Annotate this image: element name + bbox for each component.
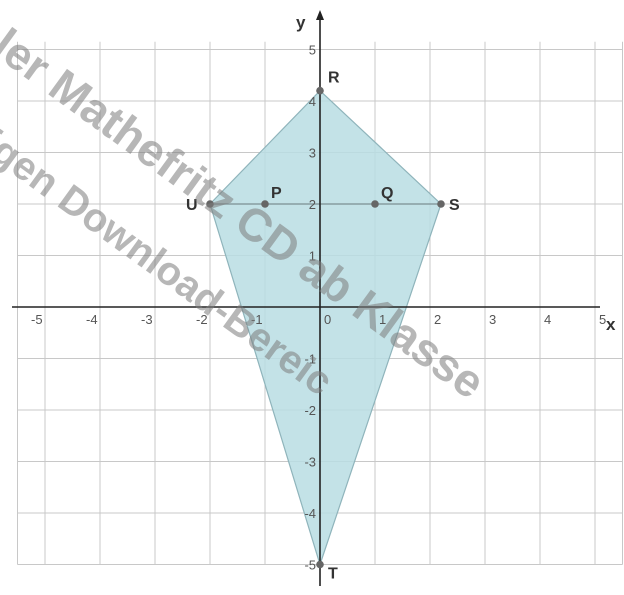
- point-u: [206, 200, 214, 208]
- y-tick-label: 5: [309, 43, 316, 58]
- x-tick-label: -2: [196, 312, 208, 327]
- x-tick-label: 0: [324, 312, 331, 327]
- point-r: [316, 86, 324, 95]
- y-tick-label: 4: [309, 94, 316, 109]
- point-label-q: Q: [381, 185, 393, 202]
- axes: x y: [12, 10, 616, 586]
- point-label-p: P: [271, 185, 282, 202]
- x-tick-label: 2: [434, 312, 441, 327]
- point-s: [437, 200, 445, 208]
- x-tick-label: 3: [489, 312, 496, 327]
- point-label-t: T: [328, 566, 338, 583]
- points: R S T U P Q: [186, 70, 460, 583]
- y-tick-label: -3: [304, 455, 316, 470]
- y-tick-label: -2: [304, 403, 316, 418]
- x-tick-label: -4: [86, 312, 98, 327]
- tick-labels: -5 -4 -3 -2 -1 0 1 2 3 4 5 5 4 3 2 1 -1 -2 -3 -4 -5: [31, 43, 606, 573]
- point-label-s: S: [449, 197, 460, 214]
- x-tick-label: -3: [141, 312, 153, 327]
- x-tick-label: 4: [544, 312, 551, 327]
- y-tick-label: -5: [304, 558, 316, 573]
- point-t: [316, 560, 324, 569]
- y-tick-label: 3: [309, 146, 316, 161]
- point-p: [261, 200, 269, 208]
- y-axis-arrow: [316, 10, 324, 20]
- x-tick-label: -1: [251, 312, 263, 327]
- point-label-r: R: [328, 70, 340, 87]
- x-tick-label: 5: [599, 312, 606, 327]
- point-label-u: U: [186, 197, 198, 214]
- y-tick-label: -4: [304, 506, 316, 521]
- y-tick-label: 2: [309, 197, 316, 212]
- x-tick-label: 1: [379, 312, 386, 327]
- y-tick-label: -1: [304, 352, 316, 367]
- y-axis-label: y: [296, 13, 306, 32]
- point-q: [371, 200, 379, 208]
- x-tick-label: -5: [31, 312, 43, 327]
- x-axis-label: x: [606, 315, 616, 334]
- y-tick-label: 1: [309, 249, 316, 264]
